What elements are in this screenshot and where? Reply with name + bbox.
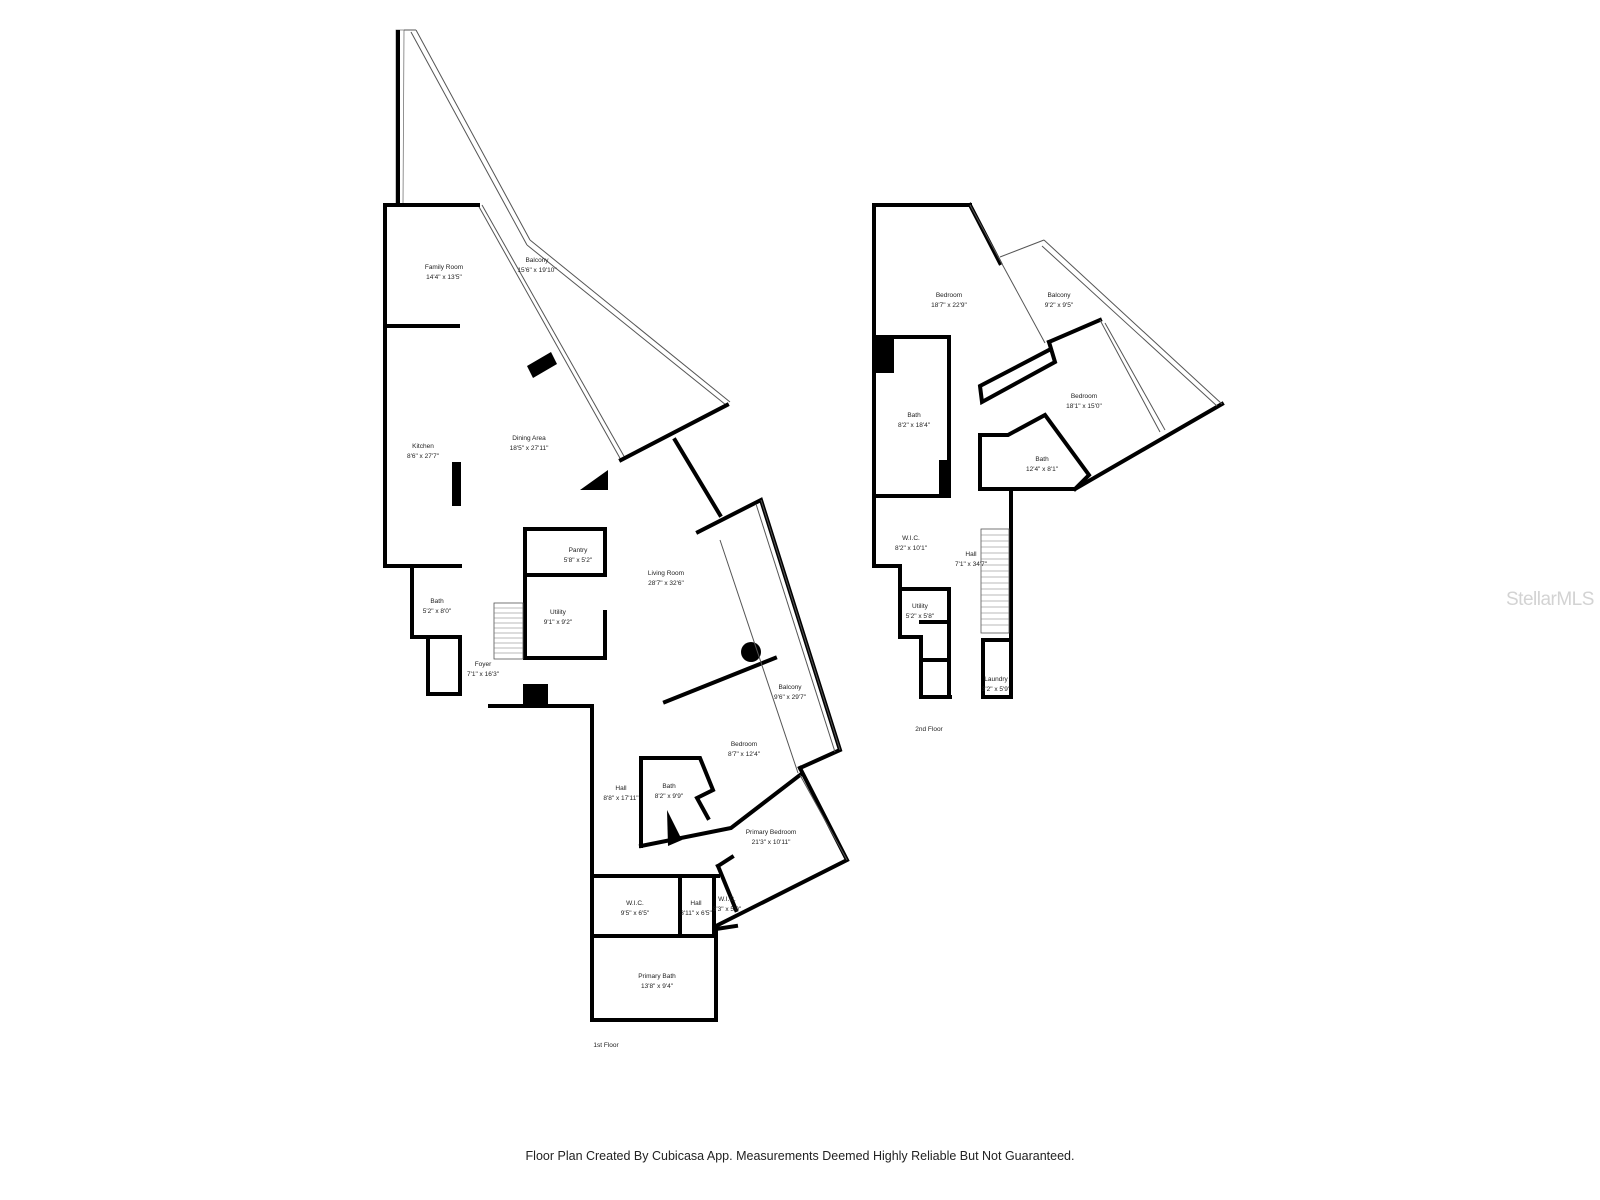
floor-label: 1st Floor xyxy=(593,1042,619,1049)
room-dimensions: 9'5" x 6'5" xyxy=(621,910,650,917)
first-floor-plan xyxy=(383,29,850,1022)
room-label: Bath 5'2" x 8'0" xyxy=(423,598,452,615)
room-label: W.I.C. 8'2" x 10'1" xyxy=(895,535,928,552)
room-label: Bath 12'4" x 8'1" xyxy=(1026,456,1059,473)
room-dimensions: 8'8" x 17'11" xyxy=(603,795,639,802)
room-label: W.I.C. 3'3" x 5'0" xyxy=(713,896,742,913)
room-label: Bedroom 8'7" x 12'4" xyxy=(728,741,761,758)
room-name: Primary Bath xyxy=(638,973,676,980)
floor-label: 2nd Floor xyxy=(915,726,943,733)
room-dimensions: 18'7" x 22'9" xyxy=(931,302,967,309)
room-name: Kitchen xyxy=(412,443,434,450)
room-label: Foyer 7'1" x 16'3" xyxy=(467,661,500,678)
room-name: Balcony xyxy=(525,257,549,264)
room-dimensions: 9'1" x 9'2" xyxy=(544,619,573,626)
room-name: Hall xyxy=(615,785,627,792)
room-dimensions: 18'5" x 27'11" xyxy=(510,445,549,452)
room-name: W.I.C. xyxy=(626,900,644,907)
room-dimensions: 8'7" x 12'4" xyxy=(728,751,761,758)
room-dimensions: 8'2" x 18'4" xyxy=(898,422,931,429)
room-label: Hall 8'8" x 17'11" xyxy=(603,785,639,802)
room-name: Bedroom xyxy=(1071,393,1097,400)
room-name: Family Room xyxy=(425,264,463,271)
first-floor-walls xyxy=(383,30,850,1022)
room-label: W.I.C. 9'5" x 6'5" xyxy=(621,900,650,917)
room-label: Kitchen 8'6" x 27'7" xyxy=(407,443,440,460)
room-name: Pantry xyxy=(569,547,589,554)
room-dimensions: 8'6" x 27'7" xyxy=(407,453,440,460)
room-dimensions: 3'3" x 5'0" xyxy=(713,906,742,913)
room-label: Hall 7'1" x 34'7" xyxy=(955,551,988,568)
upper-balcony-outline xyxy=(395,29,731,461)
room-dimensions: 5'8" x 5'2" xyxy=(564,557,593,564)
room-dimensions: 3'2" x 5'9" xyxy=(982,686,1011,693)
room-dimensions: 7'1" x 16'3" xyxy=(467,671,500,678)
room-name: Dining Area xyxy=(512,435,546,442)
room-label: Primary Bedroom 21'3" x 10'11" xyxy=(746,829,797,846)
room-dimensions: 12'4" x 8'1" xyxy=(1026,466,1059,473)
room-name: Primary Bedroom xyxy=(746,829,797,836)
room-label: Balcony 9'2" x 9'5" xyxy=(1045,292,1074,309)
room-name: Utility xyxy=(912,603,929,610)
room-name: Bedroom xyxy=(936,292,962,299)
room-dimensions: 8'2" x 10'1" xyxy=(895,545,928,552)
room-dimensions: 21'3" x 10'11" xyxy=(752,839,791,846)
room-label: Family Room 14'4" x 13'5" xyxy=(425,264,463,281)
watermark: StellarMLS xyxy=(1506,589,1594,610)
room-dimensions: 5'2" x 5'8" xyxy=(906,613,935,620)
second-floor-fixtures xyxy=(874,337,949,496)
room-dimensions: 13'8" x 9'4" xyxy=(641,983,674,990)
room-name: Hall xyxy=(965,551,977,558)
room-label: Pantry 5'8" x 5'2" xyxy=(564,547,593,564)
room-name: Bedroom xyxy=(731,741,757,748)
room-dimensions: 9'6" x 29'7" xyxy=(774,694,807,701)
room-name: Bath xyxy=(907,412,921,419)
room-dimensions: 7'1" x 34'7" xyxy=(955,561,988,568)
footer-disclaimer: Floor Plan Created By Cubicasa App. Meas… xyxy=(525,1149,1075,1163)
room-name: Laundry xyxy=(984,676,1008,683)
room-dimensions: 18'1" x 15'0" xyxy=(1066,403,1102,410)
room-label: Hall 3'11" x 6'5" xyxy=(680,900,712,917)
first-floor-stairs xyxy=(493,602,524,660)
room-label: Primary Bath 13'8" x 9'4" xyxy=(638,973,676,990)
room-dimensions: 5'2" x 8'0" xyxy=(423,608,452,615)
room-name: Balcony xyxy=(778,684,802,691)
room-label: Bath 8'2" x 9'9" xyxy=(655,783,684,800)
second-floor-rails xyxy=(969,204,1223,433)
room-label: Balcony 9'6" x 29'7" xyxy=(774,684,807,701)
room-dimensions: 9'2" x 9'5" xyxy=(1045,302,1074,309)
room-label: Utility 5'2" x 5'8" xyxy=(906,603,935,620)
room-dimensions: 28'7" x 32'6" xyxy=(648,580,684,587)
room-label: Balcony 15'6" x 19'10" xyxy=(517,257,557,274)
room-label: Laundry 3'2" x 5'9" xyxy=(982,676,1011,693)
room-label: Utility 9'1" x 9'2" xyxy=(544,609,573,626)
room-name: W.I.C. xyxy=(718,896,736,903)
room-name: Bath xyxy=(1035,456,1049,463)
room-label: Bedroom 18'1" x 15'0" xyxy=(1066,393,1102,410)
room-name: Hall xyxy=(690,900,702,907)
second-floor-plan xyxy=(872,202,1225,699)
second-floor-walls xyxy=(872,202,1225,699)
room-dimensions: 8'2" x 9'9" xyxy=(655,793,684,800)
room-label: Dining Area 18'5" x 27'11" xyxy=(510,435,549,452)
room-dimensions: 15'6" x 19'10" xyxy=(517,267,557,274)
second-floor-stairs xyxy=(980,528,1010,634)
room-name: Bath xyxy=(430,598,444,605)
room-name: Utility xyxy=(550,609,567,616)
room-label: Living Room 28'7" x 32'6" xyxy=(648,570,685,587)
room-dimensions: 14'4" x 13'5" xyxy=(426,274,462,281)
room-name: Balcony xyxy=(1047,292,1071,299)
first-floor-balcony-rails xyxy=(719,499,848,861)
room-dimensions: 3'11" x 6'5" xyxy=(680,910,712,917)
room-name: Foyer xyxy=(475,661,492,668)
room-name: W.I.C. xyxy=(902,535,920,542)
room-name: Living Room xyxy=(648,570,684,577)
room-label: Bath 8'2" x 18'4" xyxy=(898,412,931,429)
room-label: Bedroom 18'7" x 22'9" xyxy=(931,292,967,309)
room-name: Bath xyxy=(662,783,676,790)
